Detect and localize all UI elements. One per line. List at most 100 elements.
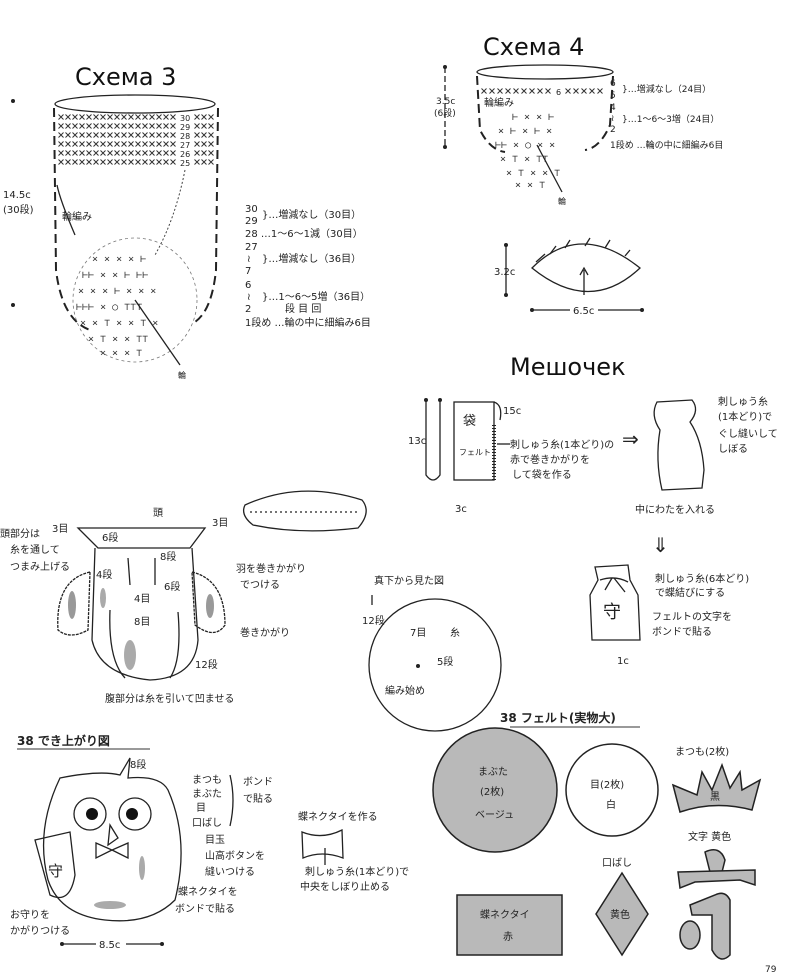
stitch-mark [537,88,543,94]
stitch-mark [194,150,200,156]
eyelid-template [432,727,558,853]
stitch-mark [208,123,214,129]
pouch-note2-line1: 刺しゅう糸 [718,396,768,408]
pouch-size: 15c [503,406,521,417]
svg-text:× × × × ⊢: × × × × ⊢ [92,254,146,265]
svg-text:6: 6 [610,79,616,89]
stitch-mark [114,114,120,120]
stitch-mark [58,150,64,156]
stitch-mark [505,88,511,94]
stitch-mark [149,123,155,129]
svg-text:≀: ≀ [247,292,251,303]
letter-title: 文字 黄色 [688,830,731,843]
stitch-mark [194,141,200,147]
svg-text:}…1〜6〜3増（24目）: }…1〜6〜3増（24目） [622,113,719,125]
part-beak: 口ばし [192,817,222,829]
stitch-mark [156,141,162,147]
row12: 12段 [195,658,218,671]
svg-text:1段め …輪の中に細編み6目: 1段め …輪の中に細編み6目 [610,139,723,151]
stitch-mark [79,159,85,165]
lashes-color: 黒 [710,791,720,803]
svg-text:6: 6 [245,280,251,291]
svg-text:⊢⊢⊢ × ○ ⊤⊤⊤: ⊢⊢⊢ × ○ ⊤⊤⊤ [76,302,142,313]
scheme4-rows: (6段) [434,107,456,119]
bow-diagram: 蝶ネクタイを作る 刺しゅう糸(1本どり)で 中央をしぼり止める [298,810,409,893]
svg-text:× ⊢ × ⊢ ×: × ⊢ × ⊢ × [498,126,552,137]
stitch-mark [156,123,162,129]
stitch-mark [121,123,127,129]
bottom-view-title: 真下から見た図 [374,574,444,587]
leaf-diagram: 3.2c 6.5c [494,237,644,317]
stitch-mark [128,141,134,147]
felt-header: 38 フェルト(実物大) [500,710,616,725]
stitch-mark [107,132,113,138]
svg-text:2: 2 [245,304,251,315]
stitch-mark [128,123,134,129]
stitch-mark [100,141,106,147]
eye-color: 白 [606,798,616,811]
finished-amulet-char: 守 [48,862,63,880]
bow-note-line2: 中央をしぼり止める [300,880,390,893]
stitch-mark [72,114,78,120]
svg-text:7: 7 [245,266,251,277]
stitch-mark [194,159,200,165]
scheme4-row-marker: 6 [556,88,561,97]
gathered-pouch [653,399,705,491]
pouch-note3-line2: で蝶結びにする [655,586,725,599]
glue-1: ボンド [243,776,273,788]
stitch-mark [156,114,162,120]
finished-width: 8.5c [99,940,120,951]
stitch-mark [201,132,207,138]
felt-templates: 38 フェルト(実物大) まぶた (2枚) ベージュ 目(2枚) 白 まつも(2… [432,710,762,960]
svg-text:× × × ⊤: × × × ⊤ [100,348,142,359]
finished-header: 38 でき上がり図 [17,733,110,748]
stitch-mark [58,132,64,138]
amulet-note-1: お守りを [10,908,50,921]
scheme3-height: 14.5c [3,190,31,201]
stitch-mark [86,123,92,129]
stitch-mark [79,132,85,138]
stitch-mark [156,159,162,165]
stitch-mark [201,159,207,165]
stitch-mark [100,159,106,165]
stitch-mark [170,150,176,156]
head-note-3: つまみ上げる [10,561,70,573]
stitch-mark [107,159,113,165]
stitch-mark [149,132,155,138]
pouch-note1-line3: して袋を作る [512,468,572,481]
bottom-row12: 12段 [362,614,385,627]
lashes-template [671,762,762,813]
stitch-mark [170,141,176,147]
stitch-mark [208,159,214,165]
stitch-mark [58,114,64,120]
pouch-height: 13c [408,436,426,447]
leaf-width: 6.5c [573,306,594,317]
svg-text:30: 30 [245,204,258,215]
stitch-mark [142,141,148,147]
stitch-mark [72,141,78,147]
stitch-mark [100,114,106,120]
stitch-mark [79,114,85,120]
stitch-mark [149,114,155,120]
stitch-mark [481,88,487,94]
row6a: 6段 [102,531,118,544]
st8: 8目 [134,617,150,628]
stitch-mark [93,150,99,156]
part-lashes: まつも [192,774,222,786]
stuff-note: 中にわたを入れる [635,503,715,516]
owl-assembly-diagram: 頭 3目 3目 頭部分は 糸を通して つまみ上げる 6段 8段 4段 6段 4目… [0,490,367,705]
stitch-mark [163,132,169,138]
wing-note-1: 羽を巻きかがり [236,562,306,575]
svg-text:段 目 回: 段 目 回 [285,302,321,315]
stitch-mark [93,132,99,138]
beak-color: 黄色 [610,908,630,921]
stitch-mark [573,88,579,94]
scheme3-ring-label: 輪 [178,370,186,380]
stitch-mark [170,123,176,129]
row6b: 6段 [164,580,180,593]
part-eyelid: まぶた [192,788,222,800]
stitch-mark [513,88,519,94]
stitch-grid [58,114,214,165]
stitch-mark [163,141,169,147]
